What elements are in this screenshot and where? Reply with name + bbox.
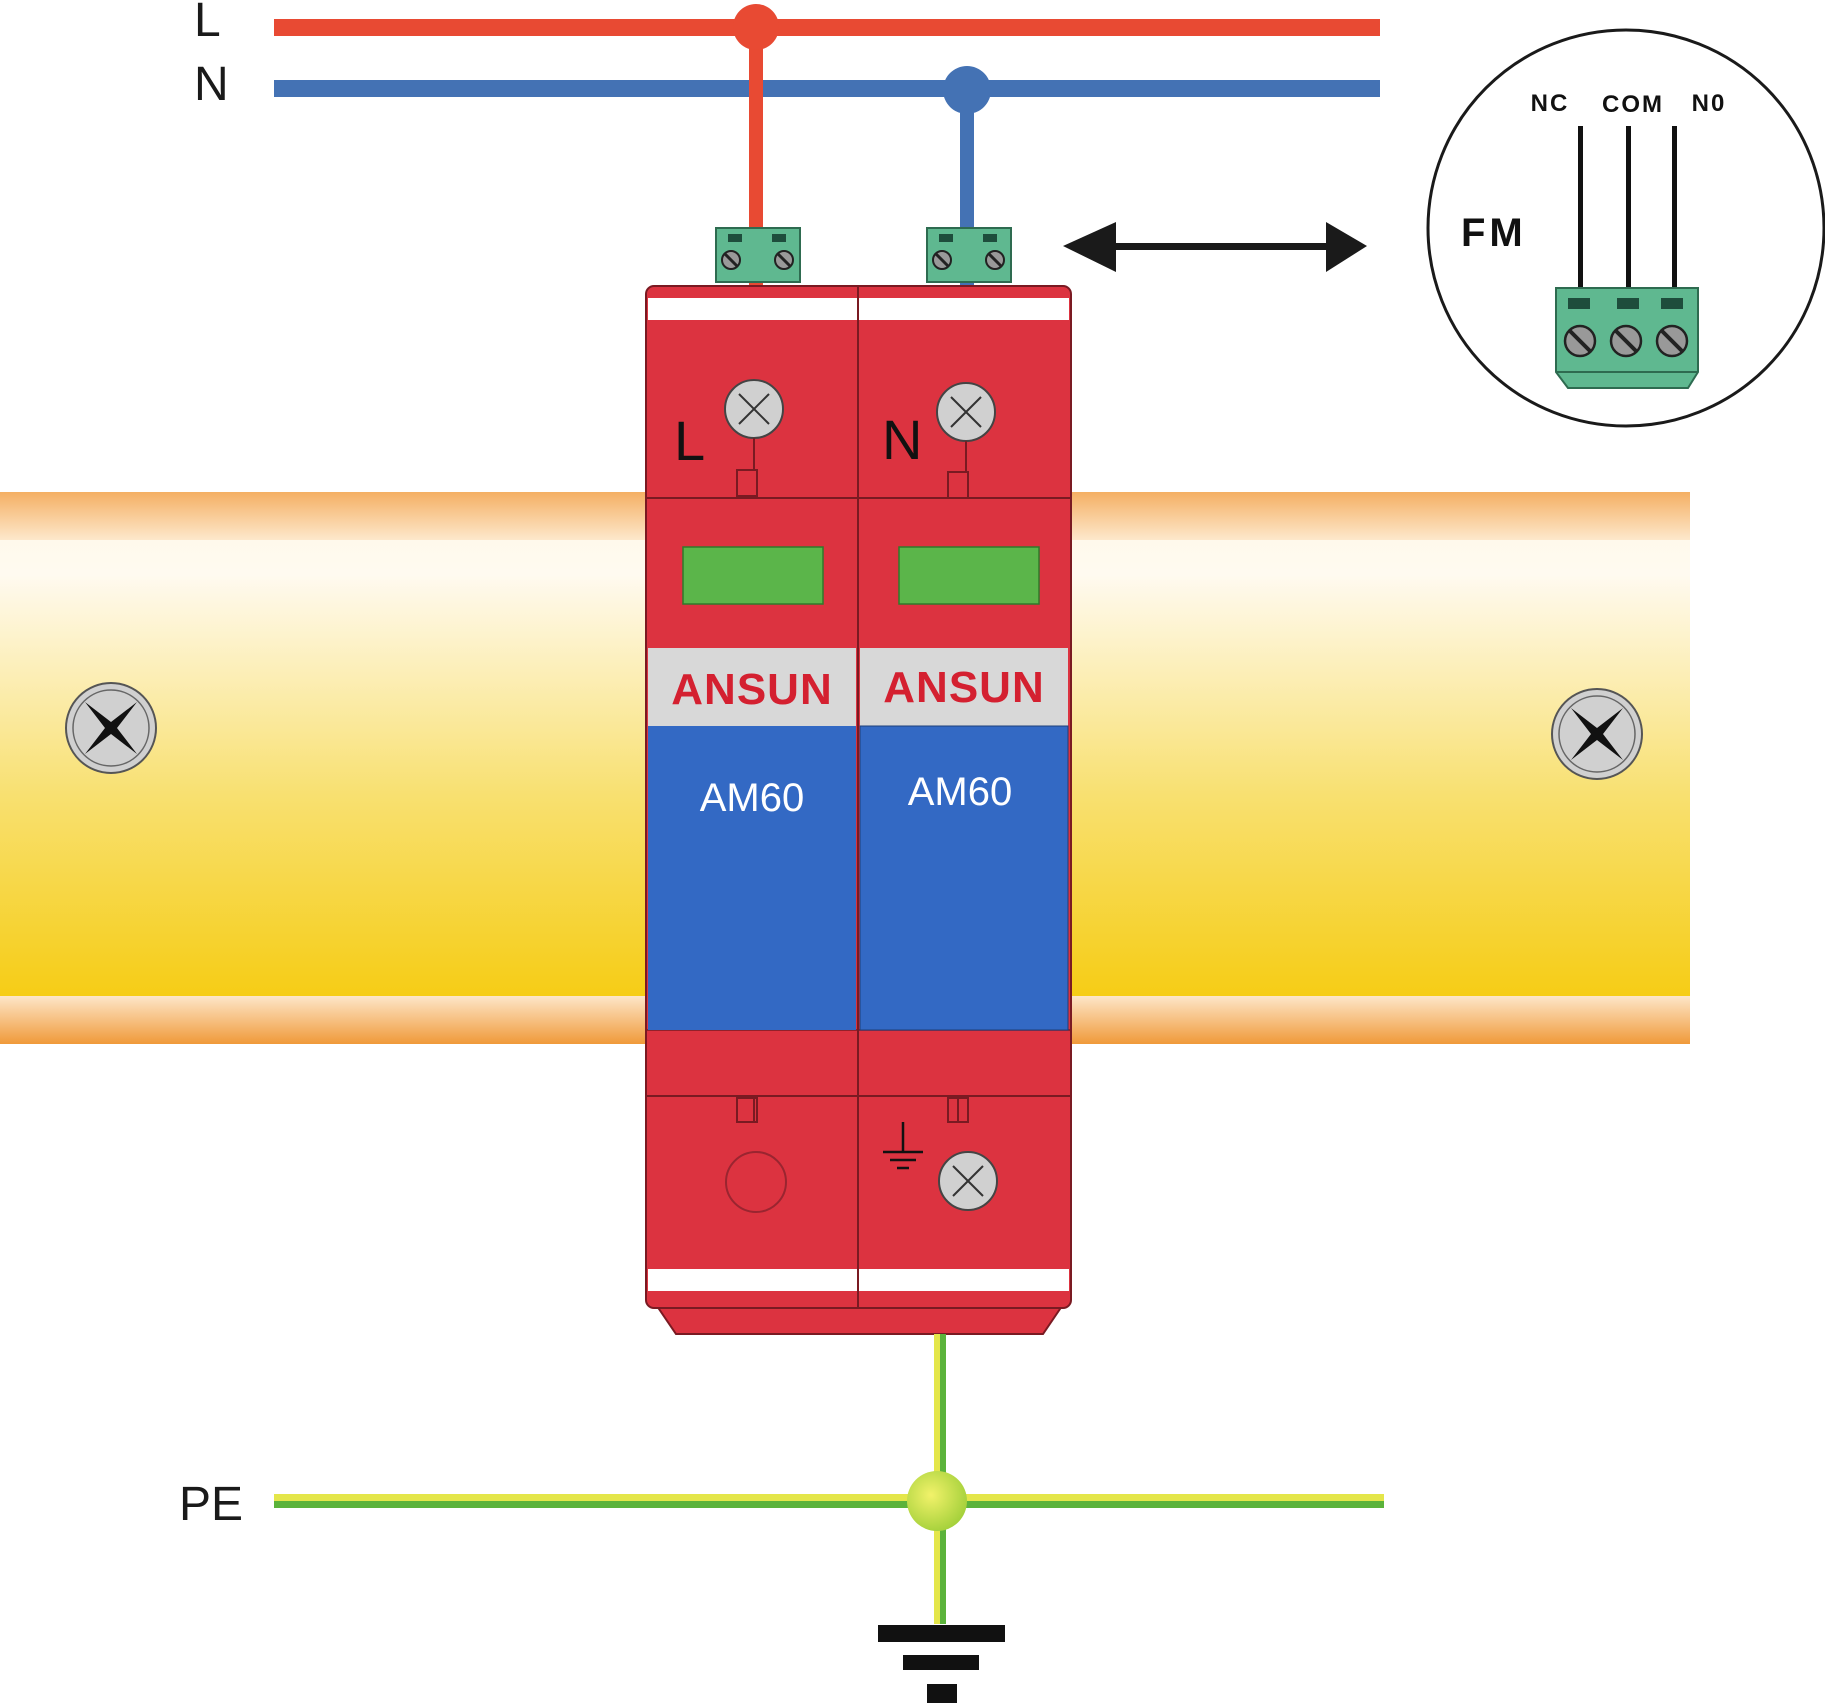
pe-line	[274, 1494, 1384, 1508]
mounting-screw-icon	[1551, 688, 1643, 780]
spd-module-right: N ANSUN AM60	[859, 382, 1069, 1211]
screw-icon	[724, 379, 784, 439]
fm-pin-label-no: N0	[1692, 90, 1727, 117]
neutral-line	[274, 80, 1380, 97]
double-arrow-icon	[1063, 222, 1367, 272]
screw-icon	[938, 1151, 998, 1211]
empty-terminal-hole	[725, 1151, 787, 1213]
live-junction	[733, 4, 779, 50]
brand-logo-left: ANSUN	[671, 665, 832, 714]
screw-icon	[1609, 324, 1643, 358]
terminal-block-left	[715, 227, 801, 283]
screw-icon	[1563, 324, 1597, 358]
live-line	[274, 19, 1380, 36]
neutral-junction	[943, 66, 991, 114]
fm-terminal-block	[1555, 287, 1699, 389]
live-line-label: L	[194, 0, 221, 47]
model-label-left: AM60	[700, 776, 805, 820]
brand-logo-right: ANSUN	[883, 663, 1044, 712]
model-panel-right	[859, 725, 1069, 1031]
pe-line-label: PE	[179, 1478, 243, 1531]
spd-module-left: L ANSUN AM60	[648, 379, 856, 1213]
fm-title: FM	[1461, 211, 1527, 255]
model-panel-left	[648, 726, 856, 1030]
status-window-left	[682, 546, 824, 605]
spd-housing	[645, 285, 1072, 1335]
model-label-right: AM60	[908, 770, 1013, 814]
mounting-screw-icon	[65, 682, 157, 774]
screw-icon	[1655, 324, 1689, 358]
ground-symbol-icon	[883, 1122, 923, 1170]
fm-pin-label-nc: NC	[1531, 90, 1570, 117]
module-terminal-label-n: N	[882, 408, 922, 471]
screw-icon	[936, 382, 996, 442]
live-tap-wire	[749, 28, 763, 290]
terminal-block-right	[926, 227, 1012, 283]
module-terminal-label-l: L	[674, 409, 705, 472]
fm-pin-label-com: COM	[1602, 91, 1664, 118]
status-window-right	[898, 546, 1040, 605]
fm-detail-inset: NC COM N0 FM	[1426, 28, 1825, 428]
pe-junction	[907, 1471, 967, 1531]
neutral-line-label: N	[194, 58, 229, 111]
earth-ground-icon	[878, 1625, 1005, 1703]
